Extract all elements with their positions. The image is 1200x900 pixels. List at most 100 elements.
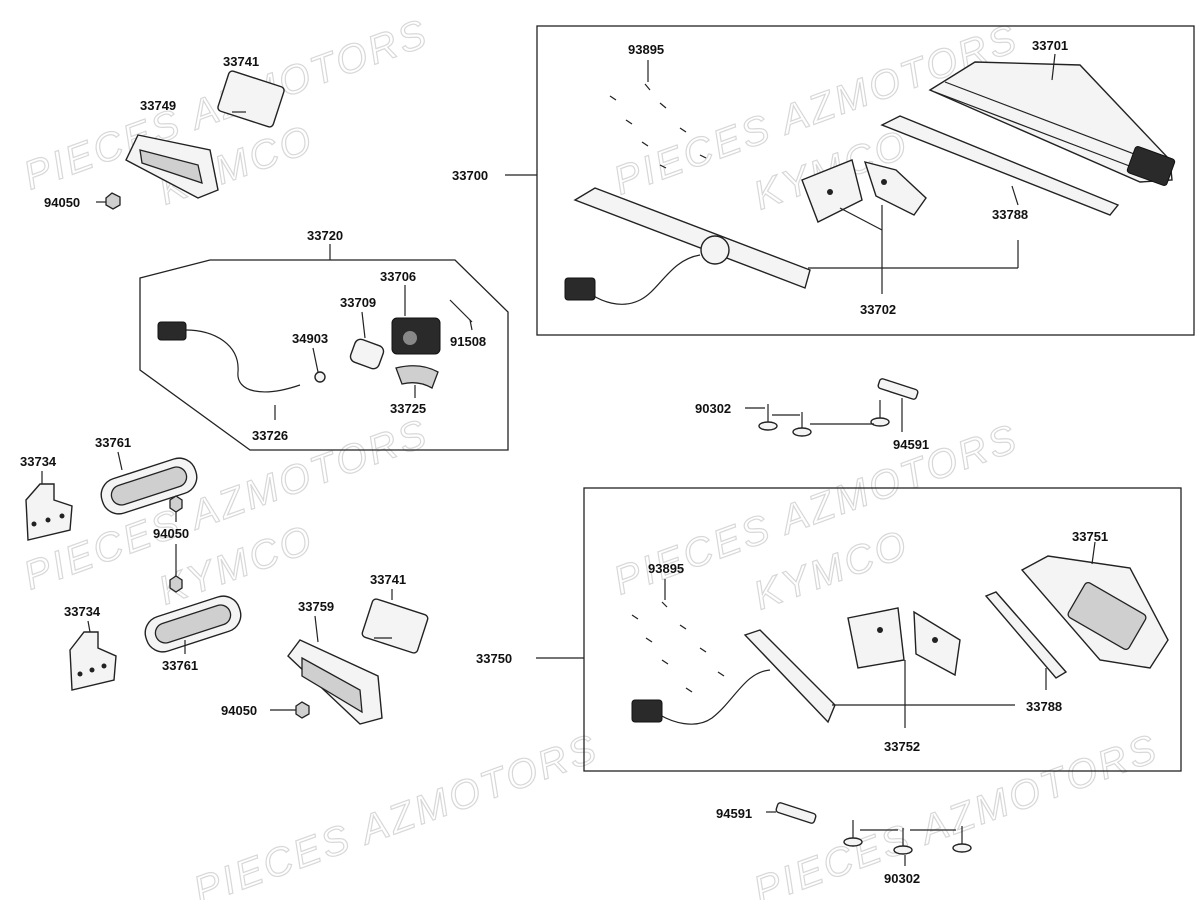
base-33700 (573, 187, 811, 289)
nut-94050-bot (295, 701, 310, 719)
label-33709: 33709 (340, 295, 376, 310)
washer-90302-f (952, 843, 972, 853)
board-33702-b (863, 161, 927, 216)
housing-33751-lamp (1067, 581, 1147, 651)
label-33759: 33759 (298, 599, 334, 614)
reflector-33749-face (139, 149, 203, 184)
bulb-34903 (314, 371, 326, 383)
group-33750: 33750 93895 33752 33788 (476, 487, 1182, 772)
group-90302-bot: 94591 90302 (716, 802, 972, 886)
label-33788-top: 33788 (992, 207, 1028, 222)
lens-33788-bot (984, 591, 1068, 679)
nut-94050-mid-1 (169, 495, 183, 513)
housing-33701-lamp (1126, 146, 1176, 186)
housing-33701-edge (934, 91, 1141, 171)
strip-94591-bot (775, 802, 817, 824)
outline-33750 (583, 487, 1182, 772)
leader-33734-b (87, 620, 91, 633)
harness-33750 (659, 669, 771, 725)
leader-91508 (469, 319, 473, 331)
label-33720: 33720 (307, 228, 343, 243)
screw-91508 (449, 299, 473, 323)
label-33741-top: 33741 (223, 54, 259, 69)
label-33751: 33751 (1072, 529, 1108, 544)
strip-94591-top (877, 378, 919, 400)
label-94050-top: 94050 (44, 195, 80, 210)
washer-90302-e (893, 845, 913, 855)
lens-33706-window (403, 331, 417, 345)
label-33749: 33749 (140, 98, 176, 113)
label-33788-bot: 33788 (1026, 699, 1062, 714)
washer-90302-a (758, 421, 778, 431)
leader-33751 (1091, 541, 1096, 565)
lens-33788-top (880, 115, 1120, 216)
gasket-33709 (349, 338, 385, 370)
connector-33750 (631, 699, 663, 723)
label-34903: 34903 (292, 331, 328, 346)
leader-33761-a (117, 451, 123, 471)
group-33734-33761: 33734 33761 94050 33734 33761 (20, 435, 242, 691)
leader-33702-b (839, 207, 883, 231)
label-90302-bot: 90302 (884, 871, 920, 886)
label-33761-a: 33761 (95, 435, 131, 450)
label-94050-mid: 94050 (153, 526, 189, 541)
nut-94050-top (105, 192, 121, 210)
label-94591-top: 94591 (893, 437, 929, 452)
label-93895-bot: 93895 (648, 561, 684, 576)
label-91508: 91508 (450, 334, 486, 349)
board-33752-b (913, 610, 961, 677)
label-33734-a: 33734 (20, 454, 57, 469)
watermark-brand-5: PIECES AZMOTORS (188, 726, 605, 900)
leader-33709 (361, 311, 366, 339)
group-33700: 33700 93895 33701 33788 33702 (452, 25, 1195, 336)
reflector-33761-b-lens (154, 604, 232, 644)
plate-33741-bot (361, 598, 429, 654)
watermark-layer: PIECES AZMOTORS KYMCO PIECES AZMOTORS KY… (17, 10, 1165, 900)
label-33750: 33750 (476, 651, 512, 666)
harness-33700 (591, 254, 701, 305)
leader-33701 (1051, 53, 1056, 81)
label-94050-bot: 94050 (221, 703, 257, 718)
leader-33788-top (1011, 185, 1019, 206)
housing-33701-edge2 (944, 81, 1151, 161)
bracket-33734-a (25, 483, 73, 541)
label-33726: 33726 (252, 428, 288, 443)
reflector-33759-face (301, 656, 363, 714)
label-93895-top: 93895 (628, 42, 664, 57)
group-33759: 33759 33741 94050 (221, 572, 429, 725)
outline-33720 (139, 259, 509, 451)
label-94591-bot: 94591 (716, 806, 752, 821)
label-33702: 33702 (860, 302, 896, 317)
board-33752-a (847, 607, 905, 669)
socket-33700 (700, 235, 730, 265)
nut-94050-mid-2 (169, 575, 183, 593)
base-33750 (743, 629, 836, 724)
leader-33759 (314, 615, 319, 643)
connector-33700 (564, 277, 596, 301)
group-90302-top: 90302 94591 (695, 378, 929, 452)
label-90302-top: 90302 (695, 401, 731, 416)
washer-90302-b (792, 427, 812, 437)
label-33700: 33700 (452, 168, 488, 183)
bracket-33734-b (69, 631, 117, 691)
label-33725: 33725 (390, 401, 426, 416)
group-33749: 33741 33749 94050 (44, 54, 285, 210)
label-33752: 33752 (884, 739, 920, 754)
leader-34903 (312, 347, 319, 373)
reflector-33761-a-lens (110, 466, 188, 506)
label-33734-b: 33734 (64, 604, 101, 619)
label-33741-bot: 33741 (370, 572, 406, 587)
label-33701: 33701 (1032, 38, 1068, 53)
washer-90302-d (843, 837, 863, 847)
label-33761-b: 33761 (162, 658, 198, 673)
label-33706: 33706 (380, 269, 416, 284)
bracket-33725 (395, 365, 439, 389)
group-33720: 33720 33726 34903 33709 33706 33725 9150… (139, 228, 509, 451)
washer-90302-c (870, 417, 890, 427)
screws-93895-bot (631, 601, 725, 693)
screws-93895-top (609, 83, 707, 169)
plate-33741-top (217, 70, 285, 128)
connector-33726 (157, 321, 187, 341)
